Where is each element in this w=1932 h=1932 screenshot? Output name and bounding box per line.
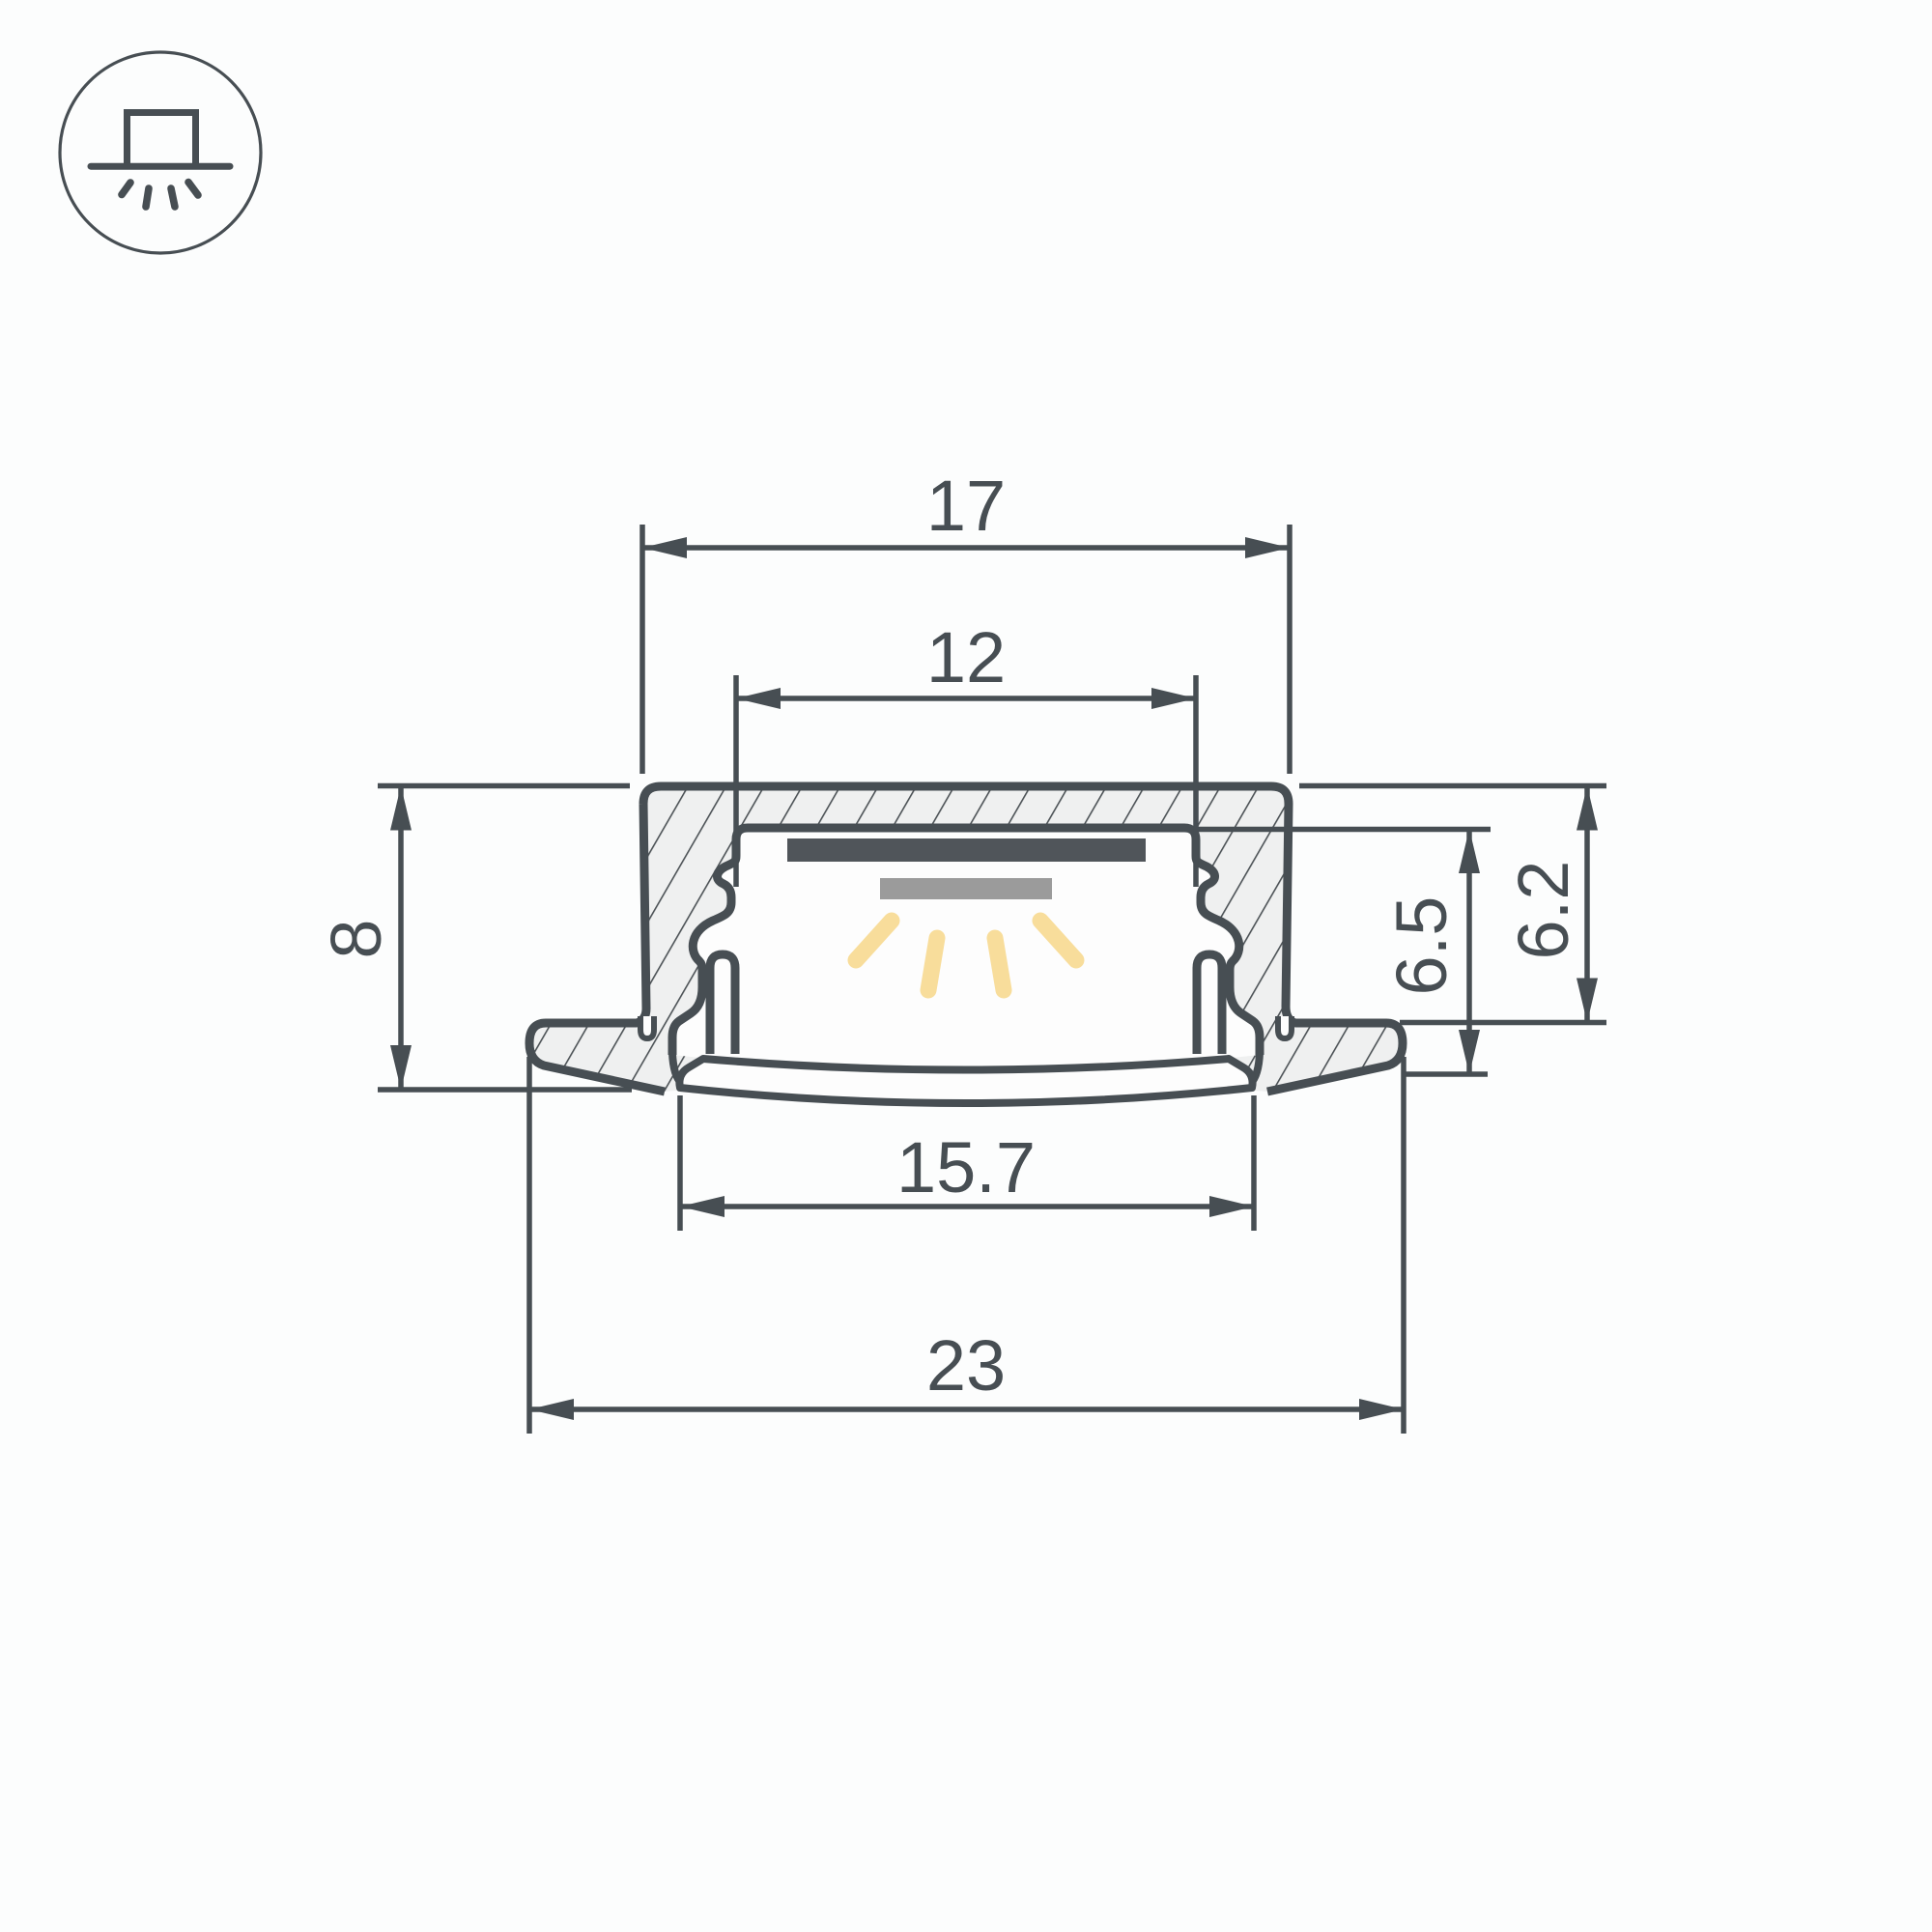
- svg-text:6.2: 6.2: [1503, 861, 1583, 960]
- svg-text:6.5: 6.5: [1381, 896, 1462, 996]
- svg-text:15.7: 15.7: [896, 1127, 1036, 1208]
- svg-text:17: 17: [926, 466, 1006, 546]
- svg-text:23: 23: [926, 1325, 1006, 1406]
- svg-text:8: 8: [316, 919, 396, 958]
- svg-text:12: 12: [926, 617, 1006, 697]
